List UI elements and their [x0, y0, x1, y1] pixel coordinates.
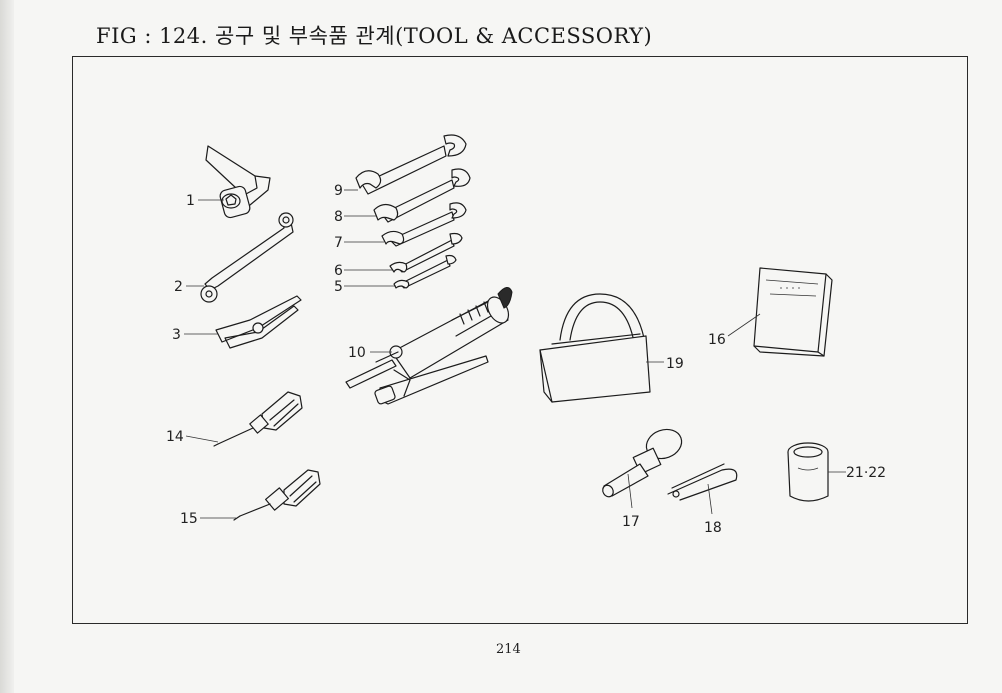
- screwdriver-small-drawing: [213, 391, 303, 447]
- callout-21-22: 21·22: [846, 465, 886, 481]
- pliers-drawing: [215, 295, 302, 349]
- callout-15: 15: [180, 511, 198, 527]
- callout-18: 18: [704, 520, 722, 536]
- cup-drawing: [787, 442, 829, 502]
- screwdriver-large-drawing: [233, 469, 321, 521]
- spanner-8-drawing: [373, 168, 471, 223]
- figure-title: FIG : 124. 공구 및 부속품 관계(TOOL & ACCESSORY): [96, 24, 653, 48]
- scan-edge: [0, 0, 14, 693]
- callout-1: 1: [186, 193, 195, 209]
- spanner-7-drawing: [381, 202, 467, 247]
- callout-9: 9: [334, 183, 343, 199]
- callout-8: 8: [334, 209, 343, 225]
- tool-bag-drawing: [539, 293, 651, 403]
- callout-labels: 1 2 3 9 8 7 6 5 10 14 15 16 19 17 18 21·…: [166, 183, 886, 536]
- callout-3: 3: [172, 327, 181, 343]
- callout-14: 14: [166, 429, 184, 445]
- leader-lines: [184, 189, 846, 519]
- ring-pin-drawing: [602, 428, 683, 498]
- spanner-9-drawing: [355, 134, 467, 195]
- callout-5: 5: [334, 279, 343, 295]
- callout-6: 6: [334, 263, 343, 279]
- callout-7: 7: [334, 235, 343, 251]
- manual-book-drawing: [753, 267, 833, 357]
- callout-16: 16: [708, 332, 726, 348]
- grease-gun-drawing: [345, 287, 513, 405]
- box-wrench-drawing: [205, 145, 271, 219]
- page-number: 214: [496, 642, 521, 657]
- callout-17: 17: [622, 514, 640, 530]
- callout-19: 19: [666, 356, 684, 372]
- split-pin-drawing: [667, 463, 738, 501]
- spanner-5-drawing: [393, 254, 457, 289]
- spanner-6-drawing: [389, 232, 463, 273]
- illustration-frame: [72, 56, 968, 624]
- offset-wrench-drawing: [200, 212, 294, 303]
- callout-2: 2: [174, 279, 183, 295]
- callout-10: 10: [348, 345, 366, 361]
